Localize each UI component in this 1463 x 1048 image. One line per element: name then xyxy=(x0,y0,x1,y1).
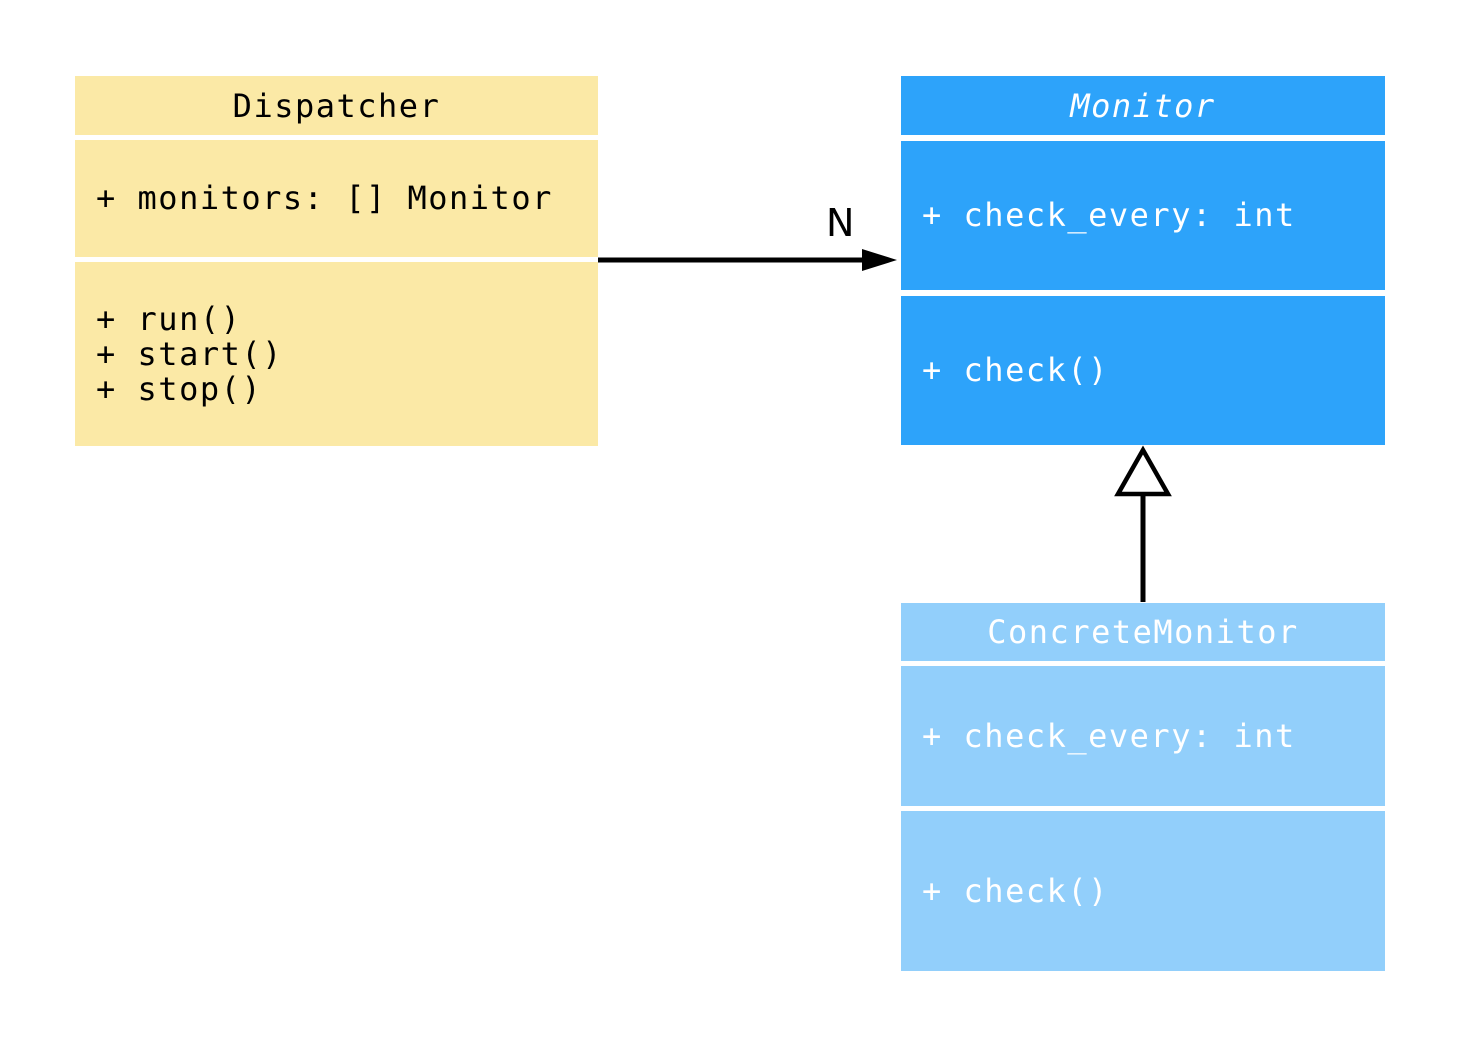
association-multiplicity-label: N xyxy=(826,201,855,245)
class-title: Dispatcher xyxy=(75,76,598,135)
class-title: Monitor xyxy=(901,76,1385,135)
class-title: ConcreteMonitor xyxy=(901,603,1385,661)
method-row: + start() xyxy=(96,334,283,373)
method-row: + check() xyxy=(922,871,1109,910)
class-methods-section: + check() xyxy=(901,811,1385,971)
class-attributes-section: + check_every: int xyxy=(901,666,1385,806)
method-row: + stop() xyxy=(96,369,263,408)
class-attributes-section: + check_every: int xyxy=(901,141,1385,290)
attribute-row: + check_every: int xyxy=(922,196,1296,234)
attribute-row: + monitors: [] Monitor xyxy=(96,179,553,217)
method-row: + run() xyxy=(96,299,242,338)
class-methods-section: + run() + start() + stop() xyxy=(75,262,598,446)
method-row: + check() xyxy=(922,351,1109,389)
class-methods-section: + check() xyxy=(901,296,1385,445)
class-attributes-section: + monitors: [] Monitor xyxy=(75,140,598,257)
class-box-monitor: Monitor + check_every: int + check() xyxy=(901,76,1385,445)
association-arrow xyxy=(598,249,897,271)
class-box-concrete-monitor: ConcreteMonitor + check_every: int + che… xyxy=(901,603,1385,971)
inheritance-arrow xyxy=(1114,445,1172,602)
class-box-dispatcher: Dispatcher + monitors: [] Monitor + run(… xyxy=(75,76,598,446)
attribute-row: + check_every: int xyxy=(922,716,1296,755)
